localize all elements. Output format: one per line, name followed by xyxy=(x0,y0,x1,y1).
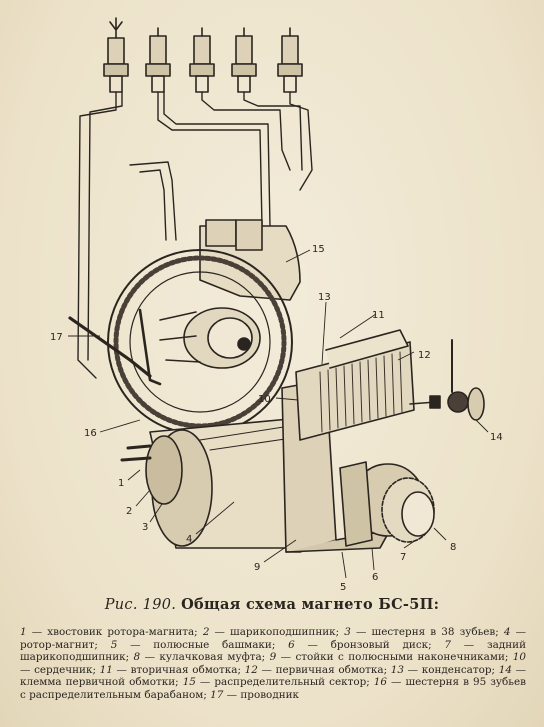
legend-text: бронзовый диск; xyxy=(330,638,432,651)
legend-number: 8 — xyxy=(133,651,160,664)
sector-terminal xyxy=(235,219,263,251)
figure-legend: 1 — хвостовик ротора-магнита; 2 — шарико… xyxy=(20,626,526,702)
legend-number: 12 — xyxy=(244,663,276,676)
legend-text: полюсные башмаки; xyxy=(153,638,276,651)
magneto-diagram: 1 2 3 4 5 6 7 8 9 10 11 12 13 14 15 16 1… xyxy=(50,17,503,593)
figure-title: Общая схема магнето БС-5П: xyxy=(181,596,440,613)
legend-item: 14 — клемма первичной обмотки; xyxy=(20,664,526,689)
callout-14: 14 xyxy=(490,432,503,443)
callout-11: 11 xyxy=(372,310,385,321)
callout-1: 1 xyxy=(118,478,124,489)
callout-3: 3 xyxy=(142,522,148,533)
legend-number: 15 — xyxy=(182,676,215,689)
callout-5: 5 xyxy=(340,582,346,593)
cam-coupling xyxy=(339,461,435,547)
legend-item: 8 — кулачковая муфта; xyxy=(134,651,266,663)
legend-item: 11 — вторичная обмотка; xyxy=(100,664,241,676)
legend-item: 5 — полюсные башмаки; xyxy=(111,639,276,651)
legend-text: ротор-магнит; xyxy=(20,638,98,651)
callout-7: 7 xyxy=(400,552,406,563)
callout-9: 9 xyxy=(254,562,260,573)
legend-text: стойки с полюсными наконечниками; xyxy=(295,651,509,664)
legend-text: проводник xyxy=(240,688,300,701)
legend-number: 6 — xyxy=(288,638,331,651)
legend-item: 15 — распределительный сектор; xyxy=(183,676,370,688)
legend-item: 4 — ротор-магнит; xyxy=(20,626,526,651)
callout-2: 2 xyxy=(126,506,132,517)
legend-item: 2 — шарикоподшипник; xyxy=(203,626,339,638)
legend-text: задний шарикоподшипник; xyxy=(20,638,527,664)
legend-number: 17 — xyxy=(210,688,241,701)
spark-plug xyxy=(145,27,171,93)
callout-10: 10 xyxy=(258,394,271,405)
spark-plug xyxy=(189,27,215,93)
legend-number: 5 — xyxy=(110,638,154,651)
legend-number: 11 — xyxy=(99,663,131,676)
primary-terminal xyxy=(409,339,485,421)
spark-plugs xyxy=(103,17,303,93)
spark-plug xyxy=(231,27,257,93)
ignition-wires xyxy=(77,91,313,379)
legend-item: 7 — задний шарикоподшипник; xyxy=(20,639,526,664)
legend-text: вторичная обмотка; xyxy=(130,663,241,676)
legend-text: сердечник; xyxy=(34,663,96,676)
rotor-housing xyxy=(120,417,311,549)
legend-number: 9 — xyxy=(269,651,296,664)
callout-4: 4 xyxy=(186,534,192,545)
legend-number: 2 — xyxy=(202,626,231,638)
figure-caption: Рис. 190. Общая схема магнето БС-5П: xyxy=(0,596,544,613)
spark-plug xyxy=(103,17,129,93)
legend-text: распределительный сектор; xyxy=(214,676,370,689)
legend-text: клемма первичной обмотки; xyxy=(20,676,179,689)
legend-text: шестерня в 38 зубьев; xyxy=(371,626,499,638)
spark-plug xyxy=(277,27,303,93)
callout-15: 15 xyxy=(312,244,325,255)
callout-12: 12 xyxy=(418,350,431,361)
callout-17: 17 xyxy=(50,332,63,343)
legend-text: кулачковая муфта; xyxy=(159,651,266,664)
callout-8: 8 xyxy=(450,542,456,553)
legend-item: 6 — бронзовый диск; xyxy=(288,639,432,651)
legend-number: 14 — xyxy=(498,663,526,676)
legend-number: 16 — xyxy=(373,676,406,689)
legend-number: 13 — xyxy=(390,663,422,676)
conductor xyxy=(68,316,152,378)
legend-item: 1 — хвостовик ротора-магнита; xyxy=(20,626,198,638)
legend-item: 3 — шестерня в 38 зубьев; xyxy=(344,626,499,638)
legend-text: первичная обмотка; xyxy=(275,663,388,676)
ignition-coil xyxy=(295,329,415,441)
legend-item: 10 — сердечник; xyxy=(20,651,526,676)
callout-13: 13 xyxy=(318,292,331,303)
legend-item: 16 — шестерня в 95 зубьев с распределите… xyxy=(20,676,526,701)
legend-number: 4 — xyxy=(503,626,527,638)
legend-text: конденсатор; xyxy=(421,663,496,676)
legend-text: шарикоподшипник; xyxy=(230,626,340,638)
legend-number: 3 — xyxy=(344,626,372,638)
callout-16: 16 xyxy=(84,428,97,439)
figure-number: Рис. 190. xyxy=(104,597,177,613)
sector-terminal xyxy=(205,219,237,247)
legend-text: хвостовик ротора-магнита; xyxy=(47,626,198,638)
legend-number: 1 — xyxy=(20,626,48,638)
legend-text: шестерня в 95 зубьев с распределительным… xyxy=(20,676,526,701)
legend-number: 10 — xyxy=(20,651,527,676)
legend-number: 7 — xyxy=(444,638,487,651)
legend-item: 17 — проводник xyxy=(210,689,299,701)
callout-6: 6 xyxy=(372,572,378,583)
legend-item: 13 — конденсатор; xyxy=(391,664,495,676)
legend-item: 12 — первичная обмотка; xyxy=(245,664,387,676)
legend-item: 9 — стойки с полюсными наконечниками; xyxy=(270,651,509,663)
